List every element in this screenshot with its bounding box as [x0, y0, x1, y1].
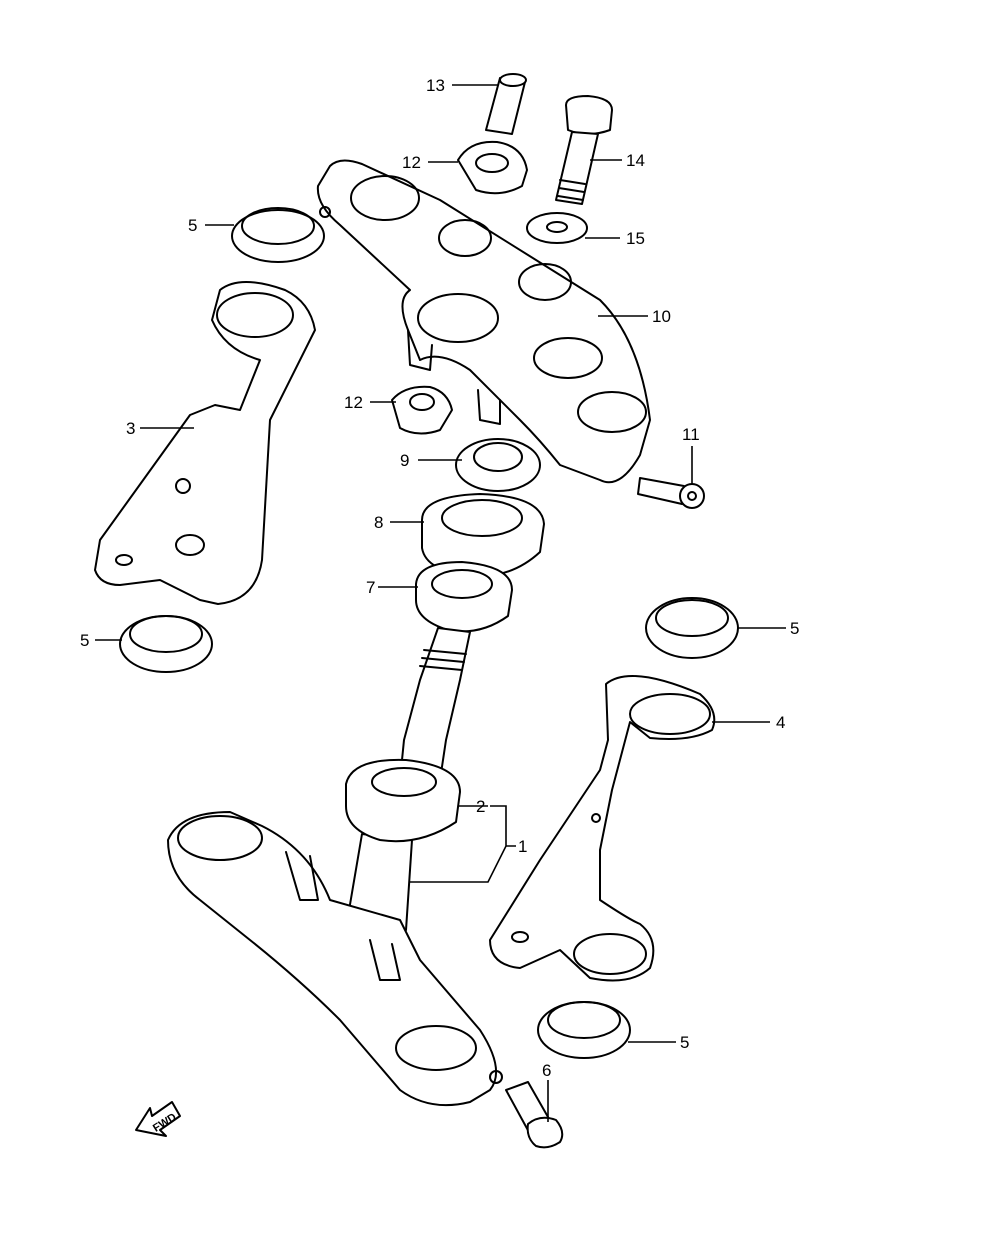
callout-4: 4: [776, 713, 785, 732]
part-4-right-bracket: [489, 675, 716, 982]
part-7-bearing: [415, 561, 513, 633]
callout-13: 13: [426, 76, 445, 95]
part-15-washer: [526, 212, 588, 244]
callout-5-lower-right: 5: [680, 1033, 689, 1052]
part-11-bolt: [637, 477, 705, 509]
callout-9: 9: [400, 451, 409, 470]
callout-5-mid-left: 5: [80, 631, 89, 650]
part-12-upper-cap: [457, 140, 528, 195]
callout-7: 7: [366, 578, 375, 597]
callout-10: 10: [652, 307, 671, 326]
callout-1: 1: [518, 837, 527, 856]
part-12-mid-cap: [391, 385, 453, 435]
callout-5-right-upper: 5: [790, 619, 799, 638]
callout-8: 8: [374, 513, 383, 532]
part-5-seal-lower-right: [537, 1001, 631, 1059]
part-2-lower-bearing: [345, 758, 461, 843]
part-10-upper-clamp: [316, 159, 651, 484]
part-5-seal-upper-left: [231, 207, 325, 263]
lower-triple-clamp: [167, 811, 503, 1107]
callout-12-upper: 12: [402, 153, 421, 172]
callout-5-upper-left: 5: [188, 216, 197, 235]
leader-lines: [95, 84, 786, 1122]
callout-12-mid: 12: [344, 393, 363, 412]
part-5-seal-right-upper: [645, 597, 739, 659]
forward-arrow-icon: FWD: [135, 1101, 181, 1137]
part-13-spacer: [485, 73, 527, 135]
callout-3: 3: [126, 419, 135, 438]
callout-6: 6: [542, 1061, 551, 1080]
part-9-steering-nut: [455, 438, 541, 492]
callout-11: 11: [682, 425, 700, 444]
callout-labels: 13 12 14 15 5 10 12 3 11 9 8 7 5 5 4 2 1…: [80, 76, 799, 1080]
part-6-bolt: [505, 1081, 564, 1149]
callout-2: 2: [476, 797, 485, 816]
callout-15: 15: [626, 229, 645, 248]
part-5-seal-mid-left: [119, 615, 213, 673]
callout-14: 14: [626, 151, 645, 170]
part-3-left-bracket: [94, 281, 316, 605]
part-14-bolt: [555, 95, 613, 205]
